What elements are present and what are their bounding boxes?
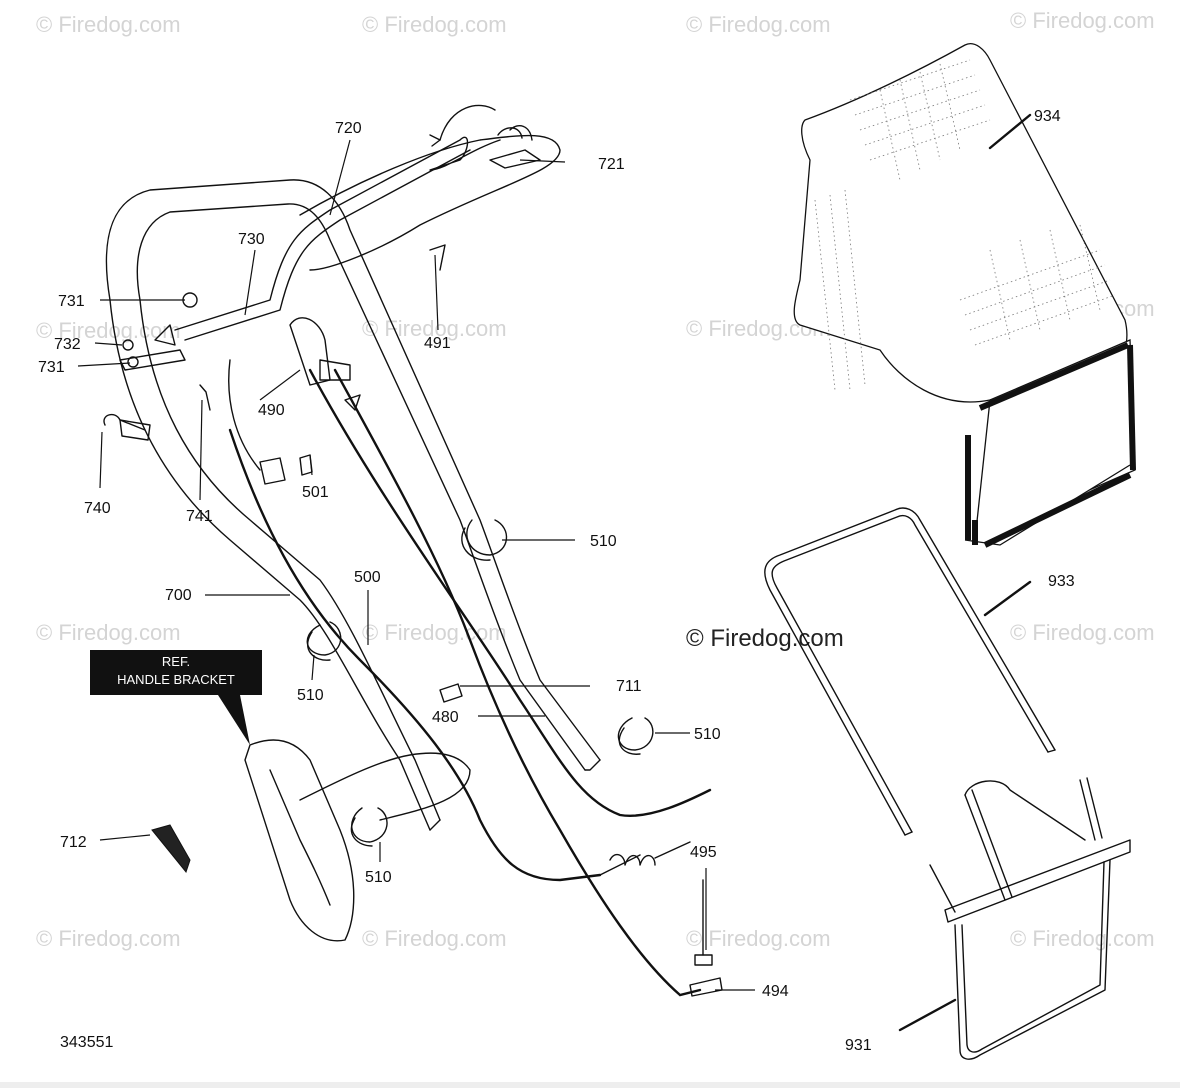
- control-panel-721: [299, 124, 561, 271]
- watermark: © Firedog.com: [1010, 620, 1155, 645]
- bottom-strip: [0, 1082, 1180, 1088]
- callout-721: 721: [598, 156, 625, 173]
- callout-741: 741: [186, 508, 213, 525]
- callout-730: 730: [238, 231, 265, 248]
- clip-712: [151, 824, 191, 874]
- figure-number: 343551: [60, 1034, 113, 1051]
- upper-handle: [105, 179, 601, 831]
- control-bar-720: [174, 104, 501, 341]
- callout-501: 501: [302, 484, 329, 501]
- bag-frame-931: [929, 777, 1131, 1060]
- watermark: © Firedog.com: [686, 12, 831, 37]
- callout-491: 491: [424, 335, 451, 352]
- callout-731: 731: [38, 359, 65, 376]
- watermark: © Firedog.com: [36, 926, 181, 951]
- leader-lines: [77, 113, 1032, 1032]
- callouts: 720 721 730 731 732 731 740 741 491 490 …: [38, 108, 1075, 1054]
- callout-500: 500: [354, 569, 381, 586]
- callout-490: 490: [258, 402, 285, 419]
- callout-480: 480: [432, 709, 459, 726]
- ref-label: REF. HANDLE BRACKET: [90, 650, 262, 745]
- watermark: © Firedog.com: [362, 620, 507, 645]
- callout-711: 711: [616, 678, 642, 695]
- callout-510: 510: [590, 533, 617, 550]
- watermark: © Firedog.com: [1010, 8, 1155, 33]
- watermark: © Firedog.com: [362, 12, 507, 37]
- callout-712: 712: [60, 834, 87, 851]
- handle-bracket: [244, 739, 471, 942]
- callout-740: 740: [84, 500, 111, 517]
- cables: [228, 359, 712, 997]
- watermark: © Firedog.com: [362, 926, 507, 951]
- callout-495: 495: [690, 844, 717, 861]
- callout-933: 933: [1048, 573, 1075, 590]
- watermark: © Firedog.com: [362, 316, 507, 341]
- callout-931: 931: [845, 1037, 872, 1054]
- callout-510: 510: [694, 726, 721, 743]
- callout-732: 732: [54, 336, 81, 353]
- callout-934: 934: [1034, 108, 1061, 125]
- callout-510: 510: [365, 869, 392, 886]
- callout-510: 510: [297, 687, 324, 704]
- grass-bag-934: [793, 43, 1136, 548]
- watermark: © Firedog.com: [1010, 926, 1155, 951]
- retaining-rings: [306, 519, 654, 847]
- watermark: © Firedog.com: [36, 12, 181, 37]
- ref-label-line1: REF.: [162, 654, 190, 669]
- callout-494: 494: [762, 983, 789, 1000]
- watermark: © Firedog.com: [686, 926, 831, 951]
- watermark: © Firedog.com: [36, 620, 181, 645]
- callout-731: 731: [58, 293, 85, 310]
- ref-label-line2: HANDLE BRACKET: [117, 672, 235, 687]
- callout-720: 720: [335, 120, 362, 137]
- bag-frame-933: [764, 507, 1056, 836]
- watermark-center: © Firedog.com: [686, 625, 844, 652]
- callout-700: 700: [165, 587, 192, 604]
- small-parts: [103, 244, 723, 997]
